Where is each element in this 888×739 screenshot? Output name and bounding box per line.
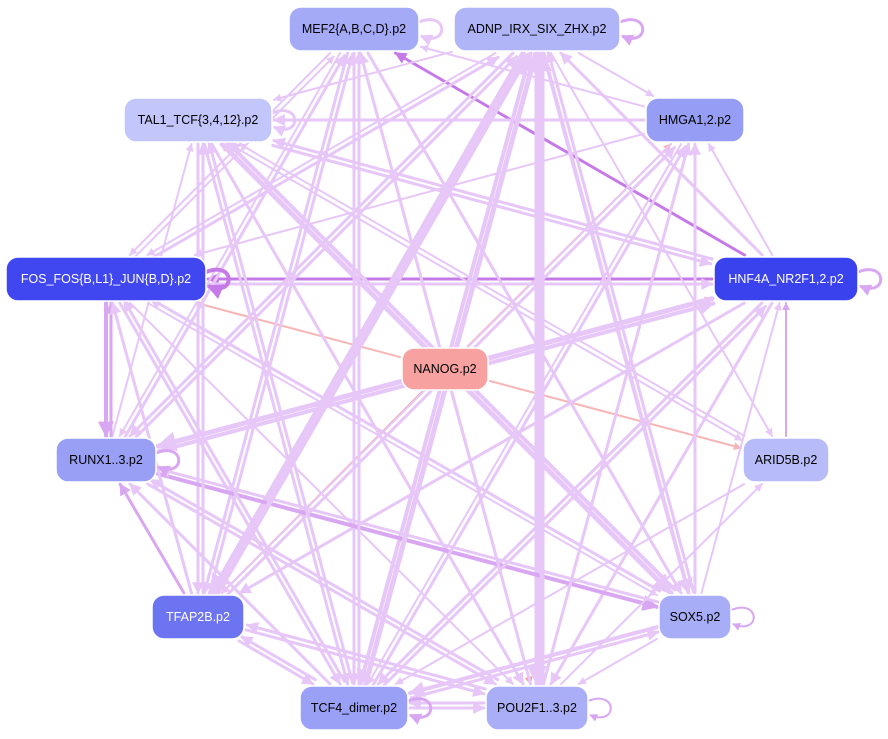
edge-hmga1-to-mef2: [420, 44, 645, 108]
edge-tal1-to-tcf4: [202, 142, 351, 686]
node-label: FOS_FOS{B,L1}_JUN{B,D}.p2: [21, 272, 191, 286]
node-box: [742, 437, 830, 483]
node-box: [299, 685, 409, 731]
self-loop-fos: [205, 267, 231, 300]
edge-arid5b-to-tal1: [238, 143, 746, 437]
edge-hnf4a-to-tfap2b: [238, 301, 746, 595]
node-box: [288, 6, 420, 52]
node-label: HMGA1,2.p2: [659, 113, 731, 127]
edge-runx1-to-sox5: [156, 471, 659, 611]
edge-pou2f1-to-tfap2b: [245, 622, 487, 691]
edge-runx1-to-mef2: [122, 53, 347, 440]
edge-hnf4a-to-hmga1: [707, 143, 774, 256]
edge-adnp-to-tal1: [273, 50, 453, 102]
edge-mef2-to-tfap2b: [201, 51, 350, 595]
edge-adnp-to-hmga1: [577, 52, 655, 97]
edge-tfap2b-to-adnp: [213, 52, 530, 598]
node-box: [453, 6, 621, 52]
node-nanog[interactable]: NANOG.p2: [401, 347, 489, 391]
edge-pou2f1-to-hmga1: [541, 142, 692, 686]
edge-tal1-to-arid5b: [236, 147, 743, 442]
self-loop-hnf4a: [857, 268, 883, 296]
node-label: ADNP_IRX_SIX_ZHX.p2: [468, 22, 607, 36]
edge-sox5-to-hnf4a: [700, 302, 782, 594]
node-adnp[interactable]: ADNP_IRX_SIX_ZHX.p2: [453, 6, 621, 52]
edge-tcf4-to-hmga1: [370, 145, 687, 689]
node-box: [123, 97, 273, 143]
self-loop-sox5: [730, 606, 755, 631]
edge-nanog-to-fos: [195, 300, 401, 359]
node-label: TCF4_dimer.p2: [311, 701, 397, 715]
edge-pou2f1-to-arid5b: [560, 483, 763, 685]
edge-tal1-to-pou2f1: [210, 142, 525, 686]
node-box: [401, 347, 489, 391]
node-box: [645, 97, 745, 143]
node-box: [151, 594, 245, 640]
node-tal1[interactable]: TAL1_TCF{3,4,12}.p2: [123, 97, 273, 143]
edge-sox5-to-runx1: [157, 466, 660, 604]
edge-pou2f1-to-runx1: [148, 478, 500, 682]
edge-sox5-to-adnp: [545, 50, 695, 594]
node-layer: MEF2{A,B,C,D}.p2 ADNP_IRX_SIX_ZHX.p2 TAL…: [5, 6, 859, 731]
node-label: POU2F1..3.p2: [497, 701, 577, 715]
node-hmga1[interactable]: HMGA1,2.p2: [645, 97, 745, 143]
node-arid5b[interactable]: ARID5B.p2: [742, 437, 830, 483]
edge-tcf4-to-runx1: [128, 482, 332, 686]
self-loop-tal1: [271, 109, 297, 137]
node-label: TFAP2B.p2: [166, 610, 230, 624]
edge-runx1-to-pou2f1: [146, 482, 497, 686]
edge-adnp-to-sox5: [541, 51, 693, 595]
node-pou2f1[interactable]: POU2F1..3.p2: [485, 685, 589, 731]
edge-tcf4-to-hnf4a: [380, 305, 767, 690]
edge-tfap2b-to-tcf4: [237, 639, 315, 686]
edge-layer: [98, 44, 790, 714]
edge-tfap2b-to-mef2: [207, 52, 356, 596]
node-fos[interactable]: FOS_FOS{B,L1}_JUN{B,D}.p2: [5, 256, 207, 302]
node-runx1[interactable]: RUNX1..3.p2: [55, 437, 157, 483]
edge-tal1-to-hnf4a: [271, 143, 713, 267]
edge-tcf4-to-tal1: [206, 141, 354, 685]
node-label: MEF2{A,B,C,D}.p2: [302, 22, 406, 36]
node-box: [658, 594, 732, 640]
node-box: [55, 437, 157, 483]
edge-sox5-to-fos: [148, 297, 661, 593]
node-tcf4[interactable]: TCF4_dimer.p2: [299, 685, 409, 731]
edge-mef2-to-runx1: [118, 52, 342, 437]
edge-runx1-to-adnp: [132, 55, 519, 442]
node-box: [5, 256, 207, 302]
self-loop-tcf4: [407, 697, 433, 725]
node-sox5[interactable]: SOX5.p2: [658, 594, 732, 640]
self-loop-mef2: [418, 18, 444, 46]
node-label: SOX5.p2: [670, 610, 721, 624]
node-tfap2b[interactable]: TFAP2B.p2: [151, 594, 245, 640]
node-label: RUNX1..3.p2: [69, 453, 143, 467]
node-mef2[interactable]: MEF2{A,B,C,D}.p2: [288, 6, 420, 52]
node-hnf4a[interactable]: HNF4A_NR2F1,2.p2: [713, 256, 859, 302]
self-loop-runx1: [155, 449, 181, 477]
self-loop-layer: [155, 18, 883, 725]
edge-fos-to-sox5: [146, 302, 658, 597]
edge-fos-to-mef2: [132, 55, 335, 260]
edge-mef2-to-sox5: [366, 51, 683, 595]
edge-sox5-to-tcf4: [408, 625, 659, 698]
node-label: HNF4A_NR2F1,2.p2: [728, 272, 843, 286]
node-box: [713, 256, 859, 302]
edge-tfap2b-to-runx1: [118, 482, 186, 595]
edge-hmga1-to-tcf4: [366, 143, 683, 685]
self-loop-adnp: [619, 18, 645, 46]
edge-tcf4-to-tfap2b: [240, 635, 317, 682]
node-box: [485, 685, 589, 731]
edge-sox5-to-pou2f1: [577, 637, 658, 685]
node-label: NANOG.p2: [413, 362, 476, 376]
edge-tcf4-to-sox5: [409, 628, 660, 700]
self-loop-pou2f1: [587, 697, 612, 722]
node-label: ARID5B.p2: [755, 453, 818, 467]
node-label: TAL1_TCF{3,4,12}.p2: [138, 113, 259, 127]
edge-tcf4-to-fos: [122, 298, 346, 683]
